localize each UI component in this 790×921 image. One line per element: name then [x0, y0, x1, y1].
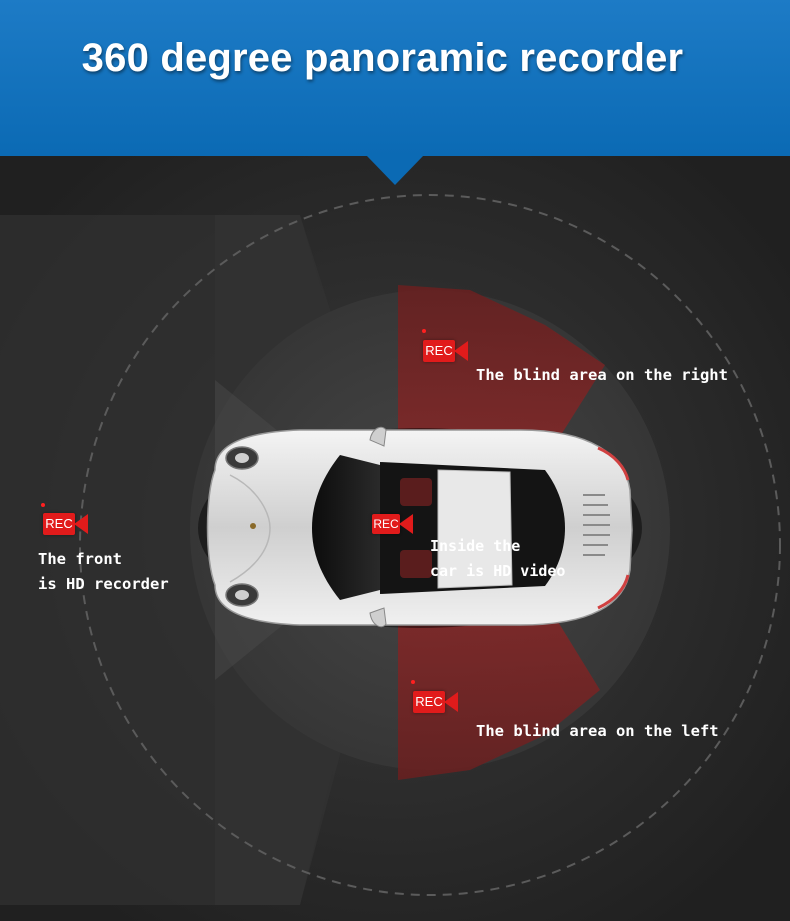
caption-inside-line1: Inside the: [430, 537, 521, 555]
title-banner: 360 degree panoramic recorder: [0, 0, 790, 156]
caption-left-blind-area: The blind area on the left: [476, 722, 719, 740]
rec-badge-right: REC: [420, 327, 470, 367]
banner-pointer: [366, 155, 424, 185]
rec-lens-icon: [399, 514, 413, 534]
outer-range-circle: [79, 194, 781, 896]
rec-lens-icon: [444, 692, 458, 712]
page-title: 360 degree panoramic recorder: [81, 36, 684, 80]
caption-right-blind-area: The blind area on the right: [476, 366, 728, 384]
rec-badge-front: REC: [40, 501, 90, 541]
caption-front-line1: The front: [38, 550, 122, 568]
caption-inside-line2: car is HD video: [430, 562, 566, 580]
rec-dot: [422, 329, 426, 333]
car-top-view-icon: [198, 426, 642, 628]
rec-badge-left: REC: [410, 679, 460, 719]
rec-camera-icon: REC: [43, 513, 75, 535]
rec-camera-icon: REC: [372, 514, 400, 534]
rec-lens-icon: [454, 341, 468, 361]
rec-dot: [411, 680, 415, 684]
caption-front-line2: is HD recorder: [38, 575, 169, 593]
rec-camera-icon: REC: [413, 691, 445, 713]
rec-camera-icon: REC: [423, 340, 455, 362]
rec-dot: [41, 503, 45, 507]
rec-badge-inside: REC: [372, 514, 422, 544]
rec-lens-icon: [74, 514, 88, 534]
